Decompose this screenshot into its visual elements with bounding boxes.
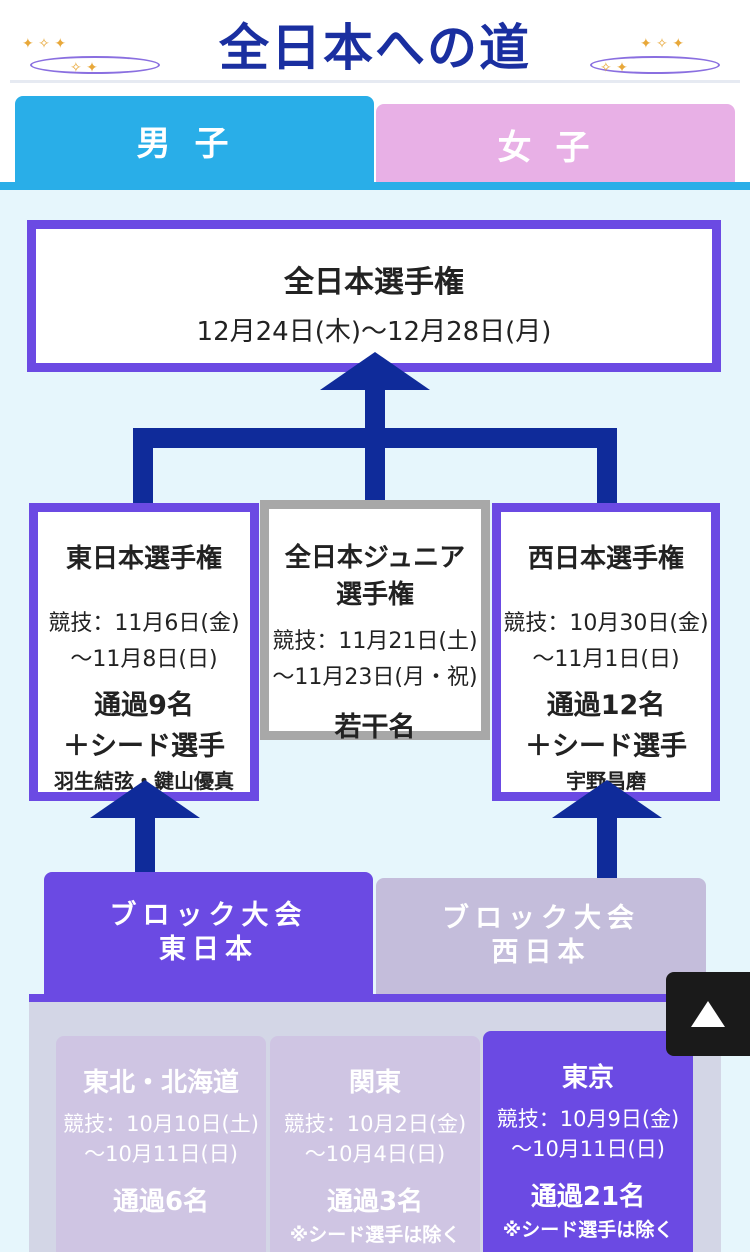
junior-championship-box[interactable]: 全日本ジュニア 選手権 競技：11月21日(土) 〜11月23日(月・祝) 若干… [260, 500, 490, 743]
east-pass: 通過9名 [94, 690, 194, 721]
east-seed: ＋シード選手 [63, 731, 225, 762]
region-date-end: 〜10月11日(日) [511, 1137, 665, 1161]
sparkle-icon: ✦ ✧ ✦ [640, 36, 685, 52]
west-title: 西日本選手権 [527, 544, 684, 574]
west-japan-championship-box[interactable]: 西日本選手権 競技：10月30日(金) 〜11月1日(日) 通過12名 ＋シード… [492, 503, 720, 801]
tab-male[interactable]: 男子 [15, 96, 374, 184]
region-card-tokyo[interactable]: 東京 競技：10月9日(金) 〜10月11日(日) 通過21名 ※シード選手は除… [483, 1031, 693, 1252]
tab-block-east[interactable]: ブロック大会 東日本 [44, 872, 373, 994]
west-pass: 通過12名 [546, 690, 666, 721]
west-seed: ＋シード選手 [525, 731, 687, 762]
junior-pass: 若干名 [334, 712, 416, 743]
connector-bar [133, 428, 615, 448]
block-east-line2: 東日本 [159, 934, 258, 965]
region-card-kanto[interactable]: 関東 競技：10月2日(金) 〜10月4日(日) 通過3名 ※シード選手は除く [270, 1036, 480, 1252]
page-header: ✦ ✧ ✦ ✧ ✦ ✦ ✧ ✦ ✧ ✦ 全日本への道 [0, 0, 750, 86]
east-japan-championship-box[interactable]: 東日本選手権 競技：11月6日(金) 〜11月8日(日) 通過9名 ＋シード選手… [29, 503, 259, 801]
decorative-swirl-right [590, 56, 720, 74]
sparkle-icon: ✧ ✦ [70, 60, 98, 76]
block-west-line2: 西日本 [491, 937, 591, 968]
divider [10, 80, 740, 83]
page-title: 全日本への道 [219, 19, 531, 77]
arrow-up-icon [552, 780, 662, 818]
region-pass: 通過21名 [530, 1182, 646, 1212]
region-note: ※シード選手は除く [289, 1224, 461, 1246]
block-west-line1: ブロック大会 [442, 903, 640, 934]
region-pass: 通過3名 [326, 1187, 424, 1217]
connector-bar [597, 816, 617, 878]
scroll-to-top-button[interactable] [666, 972, 750, 1056]
national-championship-box[interactable]: 全日本選手権 12月24日(木)〜12月28日(月) [27, 220, 721, 372]
region-note: ※シード選手は除く [502, 1219, 674, 1241]
west-date-start: 競技：10月30日(金) [503, 611, 709, 636]
national-title: 全日本選手権 [284, 265, 464, 300]
east-date-start: 競技：11月6日(金) [48, 611, 240, 636]
connector-bar [597, 428, 617, 513]
region-card-tohoku-hokkaido[interactable]: 東北・北海道 競技：10月10日(土) 〜10月11日(日) 通過6名 [56, 1036, 266, 1252]
region-name: 関東 [348, 1068, 401, 1098]
region-date-start: 競技：10月9日(金) [496, 1107, 680, 1131]
connector-bar [365, 388, 385, 513]
tab-underline [0, 182, 750, 190]
region-pass: 通過6名 [112, 1187, 210, 1217]
triangle-up-icon [691, 1001, 725, 1027]
junior-title-line1: 全日本ジュニア [284, 543, 466, 573]
region-date-start: 競技：10月2日(金) [283, 1112, 467, 1136]
arrow-up-icon [320, 352, 430, 390]
west-date-end: 〜11月1日(日) [532, 647, 680, 672]
junior-title-line2: 選手権 [335, 580, 414, 610]
region-date-end: 〜10月4日(日) [304, 1142, 446, 1166]
connector-bar [133, 428, 153, 513]
east-date-end: 〜11月8日(日) [70, 647, 218, 672]
national-date: 12月24日(木)〜12月28日(月) [196, 317, 552, 347]
region-name: 東京 [561, 1063, 614, 1093]
sparkle-icon: ✧ ✦ [600, 60, 628, 76]
decorative-swirl-left [30, 56, 160, 74]
junior-date-end: 〜11月23日(月・祝) [272, 665, 478, 690]
junior-date-start: 競技：11月21日(土) [272, 629, 478, 654]
block-east-line1: ブロック大会 [109, 900, 308, 931]
east-title: 東日本選手権 [65, 544, 222, 574]
tab-female[interactable]: 女子 [376, 104, 735, 184]
region-name: 東北・北海道 [82, 1068, 239, 1098]
connector-bar [135, 816, 155, 874]
sparkle-icon: ✦ ✧ ✦ [22, 36, 67, 52]
region-date-end: 〜10月11日(日) [84, 1142, 238, 1166]
arrow-up-icon [90, 780, 200, 818]
tab-block-west[interactable]: ブロック大会 西日本 [376, 878, 706, 994]
region-date-start: 競技：10月10日(土) [63, 1112, 259, 1136]
